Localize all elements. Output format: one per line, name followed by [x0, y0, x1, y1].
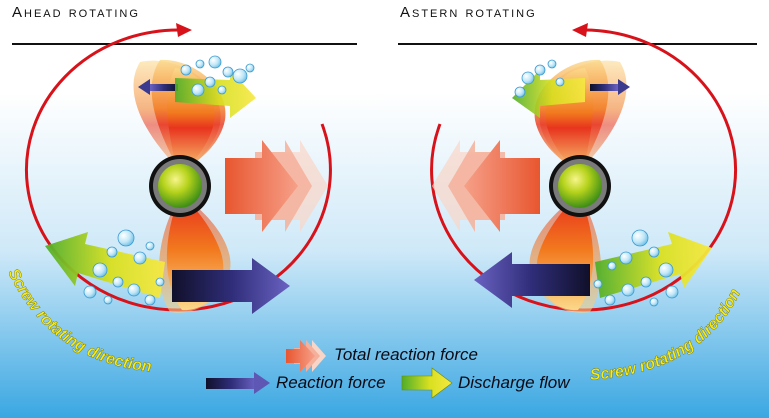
rotation-arrow-left: [24, 28, 332, 312]
hub-left: [158, 164, 202, 208]
bubbles-right: [514, 59, 679, 307]
legend-discharge-label: Discharge flow: [458, 373, 570, 392]
left-panel-title: Ahead rotating: [12, 4, 140, 21]
right-panel-title: Astern rotating: [400, 4, 537, 21]
discharge-flow-bottom-right: [595, 232, 712, 298]
reaction-arrow-left-panel: [172, 258, 290, 314]
bubbles-left: [83, 55, 255, 306]
total-reaction-arrow-left-panel: [225, 140, 328, 232]
legend-total-reaction-symbol: [286, 340, 326, 372]
legend-total-reaction-label: Total reaction force: [334, 345, 478, 364]
hub-right: [558, 164, 602, 208]
legend-reaction-label: Reaction force: [276, 373, 386, 392]
reaction-arrow-right-panel: [474, 252, 590, 308]
rotation-arrow-right: [430, 28, 738, 312]
legend-reaction-symbol: [206, 372, 270, 394]
legend: [206, 340, 453, 399]
reaction-arrow-small-left: [138, 79, 178, 95]
rotation-arrowhead-left: [176, 23, 192, 37]
total-reaction-arrow-right-panel: [432, 140, 540, 232]
reaction-arrow-small-right: [590, 79, 630, 95]
rotation-arrowhead-right: [572, 23, 588, 37]
legend-discharge-symbol: [401, 367, 453, 399]
